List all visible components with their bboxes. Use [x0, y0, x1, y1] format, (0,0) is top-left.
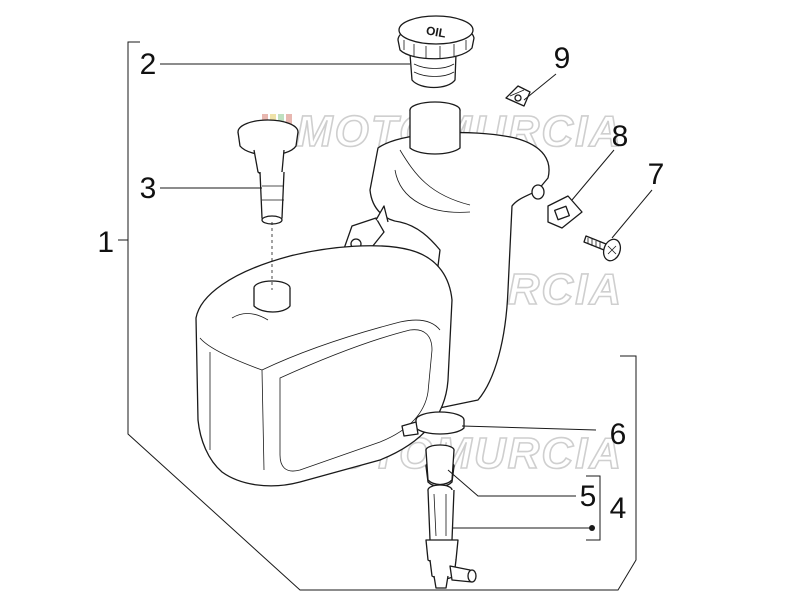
hose — [425, 444, 455, 486]
callout-2: 2 — [140, 48, 157, 81]
callout-6: 6 — [610, 418, 627, 451]
callout-9: 9 — [554, 42, 571, 75]
oil-tank — [195, 101, 550, 488]
screw — [583, 235, 622, 262]
oil-filler-cap: OIL — [397, 15, 475, 89]
callout-3: 3 — [140, 172, 157, 205]
cap-oil-label: OIL — [425, 23, 447, 40]
hose-clamp — [401, 411, 465, 437]
callout-numbers: 1 2 3 4 5 6 7 8 9 — [97, 42, 664, 525]
callout-4: 4 — [610, 492, 627, 525]
dipstick-cap — [237, 119, 299, 225]
leader-lines — [118, 41, 653, 591]
bracket-tab — [505, 85, 531, 107]
clip-nut — [547, 195, 583, 229]
oil-filter-fitting — [425, 484, 477, 589]
callout-1: 1 — [97, 226, 114, 259]
callout-8: 8 — [612, 120, 629, 153]
callout-5: 5 — [580, 480, 597, 513]
callout-7: 7 — [648, 158, 665, 191]
